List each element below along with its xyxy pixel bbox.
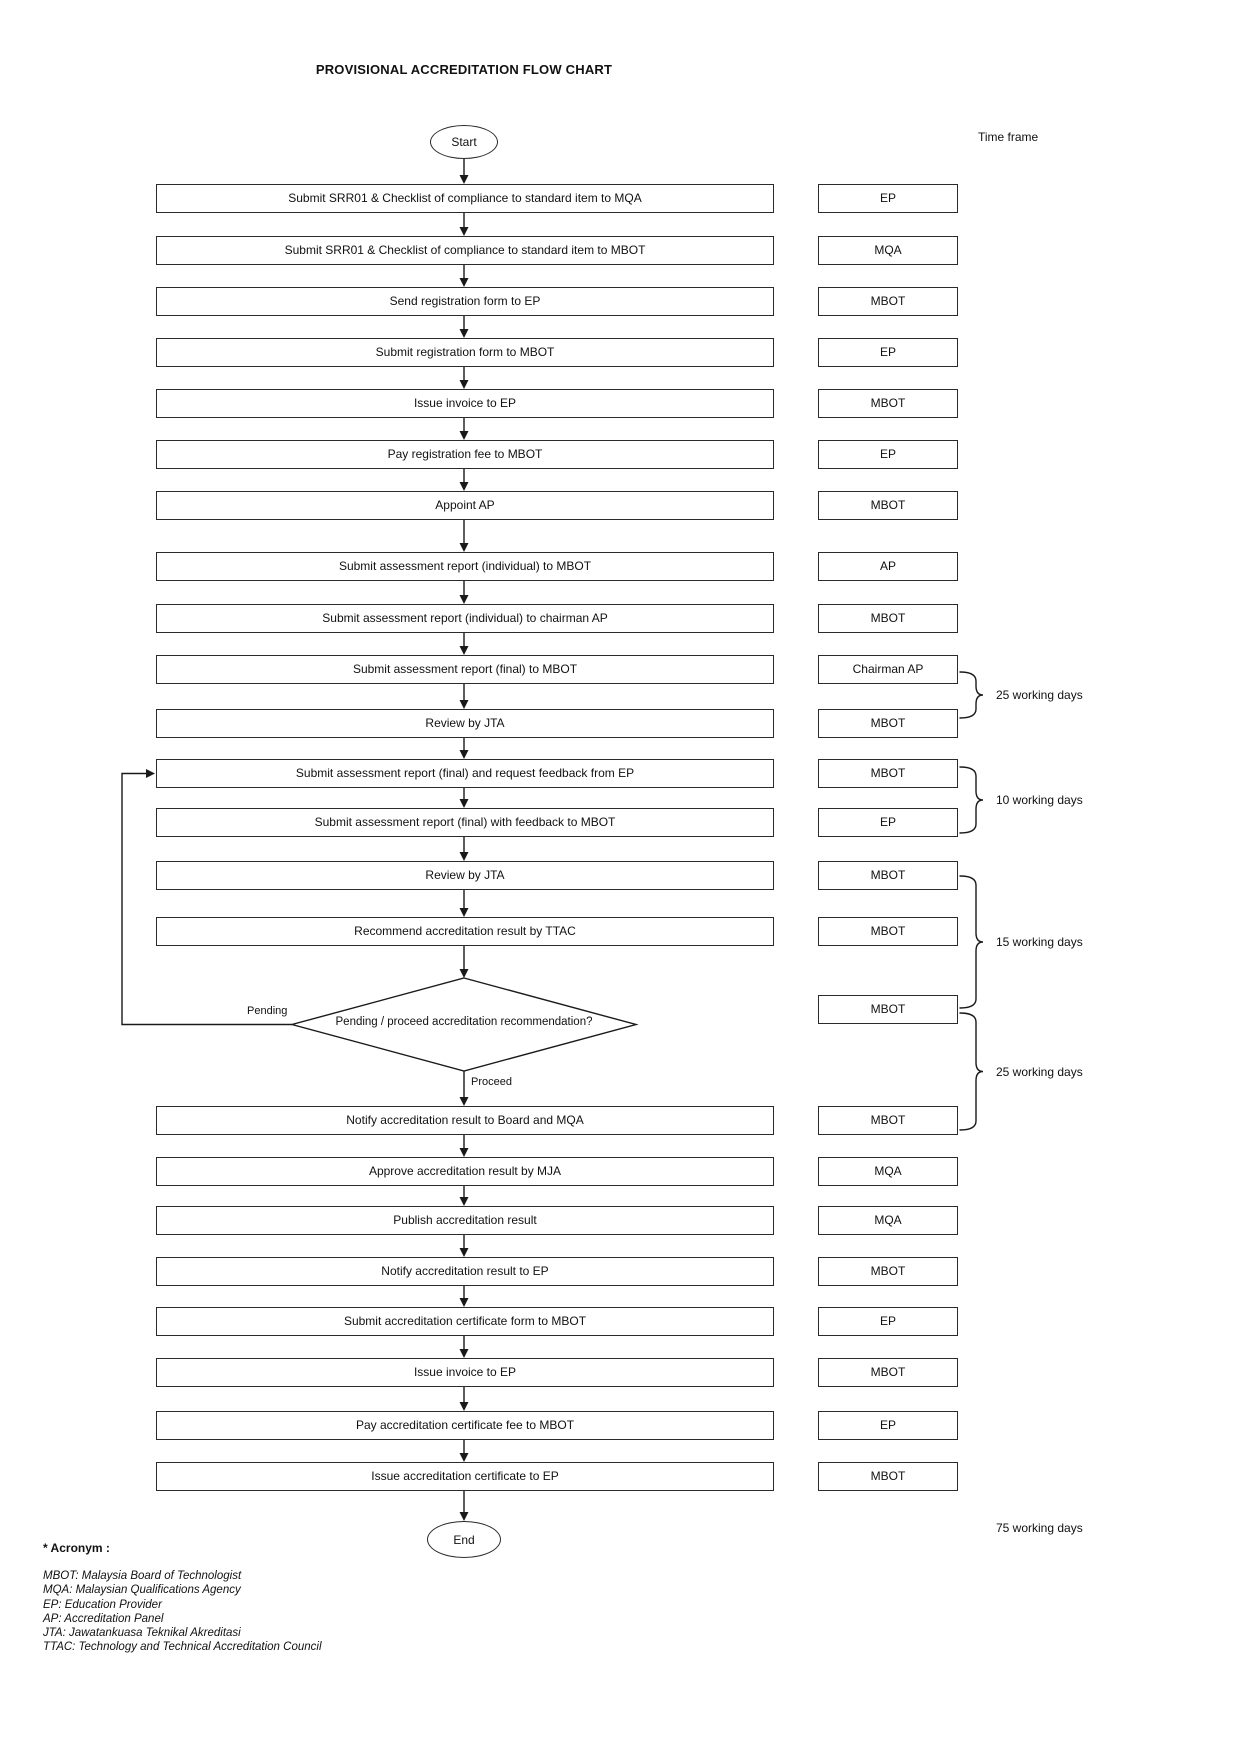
actor-box: MBOT (818, 759, 958, 788)
acronym-item: MQA: Malaysian Qualifications Agency (43, 1584, 241, 1597)
flow-step: Issue invoice to EP (156, 1358, 774, 1387)
time-frame-label: 15 working days (996, 935, 1083, 949)
acronym-item: AP: Accreditation Panel (43, 1612, 164, 1625)
flow-step: Submit assessment report (individual) to… (156, 604, 774, 633)
actor-box: Chairman AP (818, 655, 958, 684)
flow-step: Review by JTA (156, 709, 774, 738)
flow-step: Submit SRR01 & Checklist of compliance t… (156, 184, 774, 213)
actor-box: MQA (818, 1157, 958, 1186)
actor-box: MBOT (818, 1462, 958, 1491)
actor-box: MBOT (818, 491, 958, 520)
actor-box: MBOT (818, 861, 958, 890)
flow-step: Issue invoice to EP (156, 389, 774, 418)
time-frame-label: 10 working days (996, 793, 1083, 807)
flow-step: Submit registration form to MBOT (156, 338, 774, 367)
flow-step: Send registration form to EP (156, 287, 774, 316)
actor-box: EP (818, 338, 958, 367)
end-terminator: End (427, 1521, 501, 1558)
actor-box: AP (818, 552, 958, 581)
flow-step: Submit SRR01 & Checklist of compliance t… (156, 236, 774, 265)
flow-step: Submit accreditation certificate form to… (156, 1307, 774, 1336)
time-frame-column-heading: Time frame (978, 130, 1039, 144)
acronym-item: TTAC: Technology and Technical Accredita… (43, 1641, 322, 1654)
flow-step: Notify accreditation result to Board and… (156, 1106, 774, 1135)
decision-question: Pending / proceed accreditation recommen… (335, 1016, 593, 1028)
actor-box: MBOT (818, 917, 958, 946)
acronym-heading: * Acronym : (43, 1541, 110, 1555)
flow-step: Appoint AP (156, 491, 774, 520)
flow-step: Submit assessment report (final) and req… (156, 759, 774, 788)
flow-step: Submit assessment report (individual) to… (156, 552, 774, 581)
acronym-item: MBOT: Malaysia Board of Technologist (43, 1570, 242, 1582)
flow-step: Approve accreditation result by MJA (156, 1157, 774, 1186)
start-terminator: Start (430, 125, 498, 159)
branch-label-pending: Pending (247, 1005, 288, 1017)
actor-box: MBOT (818, 1358, 958, 1387)
time-frame-label: 25 working days (996, 688, 1083, 702)
flow-step: Pay registration fee to MBOT (156, 440, 774, 469)
flow-step: Pay accreditation certificate fee to MBO… (156, 1411, 774, 1440)
flow-step: Submit assessment report (final) with fe… (156, 808, 774, 837)
branch-label-proceed: Proceed (471, 1076, 512, 1088)
actor-box: MBOT (818, 709, 958, 738)
actor-box: EP (818, 1411, 958, 1440)
start-label: Start (451, 135, 477, 149)
actor-box: MBOT (818, 995, 958, 1024)
actor-box: MBOT (818, 604, 958, 633)
actor-box: MBOT (818, 1106, 958, 1135)
actor-box: EP (818, 808, 958, 837)
acronym-item: JTA: Jawatankuasa Teknikal Akreditasi (43, 1627, 241, 1640)
actor-box: MQA (818, 1206, 958, 1235)
acronym-item: EP: Education Provider (43, 1598, 162, 1611)
time-frame-label: 75 working days (996, 1521, 1083, 1535)
flow-step: Submit assessment report (final) to MBOT (156, 655, 774, 684)
end-label: End (453, 1532, 475, 1547)
flow-step: Publish accreditation result (156, 1206, 774, 1235)
actor-box: MBOT (818, 287, 958, 316)
actor-box: MBOT (818, 389, 958, 418)
flow-step: Issue accreditation certificate to EP (156, 1462, 774, 1491)
page-title: PROVISIONAL ACCREDITATION FLOW CHART (315, 62, 613, 77)
flow-step: Notify accreditation result to EP (156, 1257, 774, 1286)
time-frame-label: 25 working days (996, 1064, 1083, 1079)
actor-box: EP (818, 440, 958, 469)
actor-box: MBOT (818, 1257, 958, 1286)
actor-box: EP (818, 1307, 958, 1336)
actor-box: EP (818, 184, 958, 213)
flow-step: Recommend accreditation result by TTAC (156, 917, 774, 946)
flow-step: Review by JTA (156, 861, 774, 890)
actor-box: MQA (818, 236, 958, 265)
